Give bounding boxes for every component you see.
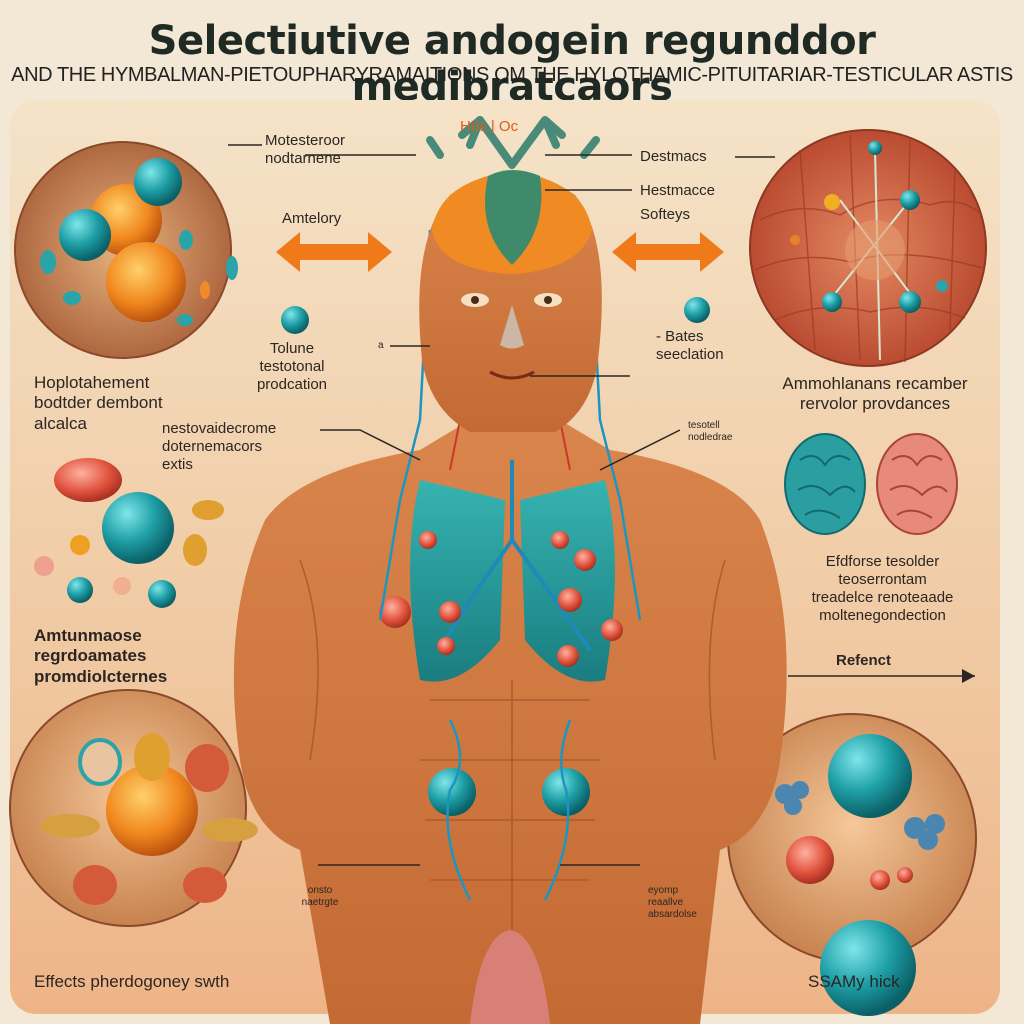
page-subtitle: AND THE HYMBALMAN-PIETOUPHARYRAMAITIONS …: [11, 64, 1013, 86]
label-tolune: Tolune testotonal prodcation: [256, 340, 328, 393]
head: [419, 116, 602, 432]
label-efdforse: Efdforse tesolder teoserrontam treadelce…: [811, 553, 954, 624]
top-left-cell-circle: [14, 141, 238, 359]
label-amunmaose: Amtunmaose regrdoamates promdiolcternes: [34, 626, 168, 686]
label-ammohlanans: Ammohlanans recamber rervolor provdances: [782, 374, 968, 414]
double-arrow-right: [612, 232, 724, 272]
bottom-right-cell-circle: [727, 713, 977, 1016]
bottom-left-cell-circle: [9, 689, 258, 927]
label-refenct: Refenct: [836, 652, 892, 669]
double-arrow-left: [276, 232, 392, 272]
label-small-a: a: [378, 340, 384, 351]
floating-cells-left: [34, 458, 224, 608]
brain-pair-right: [784, 433, 958, 535]
label-hestmacce: Hestmacce: [640, 182, 716, 199]
label-destmacs: Destmacs: [640, 148, 707, 165]
label-effects: Effects pherdogoney swth: [34, 972, 230, 991]
label-motesteroor: Motesteroor nodtarnene: [265, 132, 346, 167]
label-eyomp: eyomp reaallve absardolse: [648, 885, 697, 920]
label-softeys: Softeys: [640, 206, 691, 223]
label-onsto: onsto naetrgte: [301, 885, 339, 908]
label-tesotell: tesotell nodledrae: [688, 420, 733, 443]
page-title: Selectiutive andogein regunddor medibrat…: [148, 18, 876, 110]
human-body: [233, 229, 787, 1024]
label-hoplotahement: Hoplotahement bodtder dembont alcalca: [34, 373, 163, 433]
label-ssamy: SSAMy hick: [808, 972, 900, 991]
label-amtelory: Amtelory: [282, 210, 342, 227]
label-nesto: nestovaidecrome doternemacors extis: [162, 420, 277, 473]
label-bates: - Bates seeclation: [656, 328, 724, 363]
top-right-tissue-circle: [749, 129, 987, 367]
label-hds: Hds | Oc: [460, 118, 519, 135]
